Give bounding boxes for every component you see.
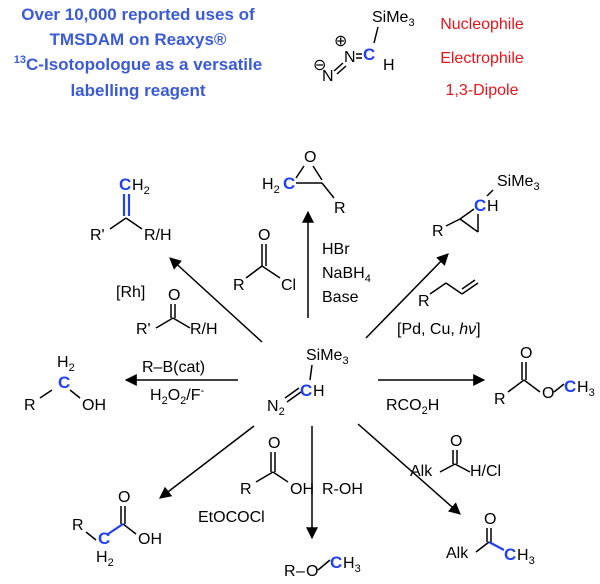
- role-dipole: 1,3-Dipole: [446, 82, 519, 99]
- ester-r: R: [494, 391, 506, 408]
- acid-reagent-oh: OH: [290, 481, 314, 498]
- center-sime3: SiMe3: [306, 347, 349, 367]
- ketone-product-h3: H3: [517, 547, 535, 567]
- reagent-hbr: HBr: [322, 241, 350, 258]
- acid-product-carbon: C: [98, 529, 110, 548]
- acid-reagent: O R OH EtOCOCl: [198, 435, 314, 526]
- acid-product-oh: OH: [138, 531, 162, 548]
- acid-reagent-o: O: [268, 435, 280, 452]
- acid-product-r: R: [72, 517, 84, 534]
- acyl-chloride-reagent: R O Cl: [233, 227, 296, 294]
- aldehyde-o: O: [450, 433, 462, 450]
- alcohol-carbon: C: [58, 373, 70, 392]
- sime3-label: SiMe3: [372, 9, 415, 29]
- ether-o: O: [306, 563, 318, 580]
- reagent-pd: [Pd, Cu, hν]: [397, 321, 481, 338]
- acid-reagent-r: R: [240, 481, 252, 498]
- rh-label: [Rh]: [116, 284, 145, 301]
- alkene-reagent: R [Pd, Cu, hν]: [397, 279, 481, 338]
- acid-product-o: O: [118, 489, 130, 506]
- alcohol-r: R: [24, 397, 36, 414]
- arrow-down-right: [357, 423, 461, 515]
- alkene-carbon: C: [119, 175, 131, 194]
- acid-product-h2: H2: [96, 549, 114, 569]
- alkene-h2: H2: [132, 177, 150, 197]
- alcohol-h2: H2: [57, 354, 75, 374]
- plus-charge: ⊕: [334, 33, 347, 50]
- alkene-reagent-r: R: [418, 293, 430, 310]
- center-carbon: C: [300, 381, 312, 400]
- ester-carbon: C: [564, 377, 576, 396]
- ketone-product-alk: Alk: [446, 545, 469, 562]
- reagent-h2o2: H2O2/F-: [150, 385, 204, 407]
- tmsdam-resonance-structure: SiMe3 C H N ⊕ N ⊖: [313, 9, 415, 85]
- ketone-product-carbon: C: [504, 545, 516, 564]
- rh-ketone-reagent: [Rh] O R' R/H: [116, 284, 218, 338]
- role-nucleophile: Nucleophile: [440, 16, 524, 33]
- alcohol-product: H2 C R OH: [24, 354, 106, 414]
- ketone-product-o: O: [484, 511, 496, 528]
- ester-h3: H3: [577, 379, 595, 399]
- center-n2: N2: [267, 398, 285, 418]
- header-line3: 13C-Isotopologue as a versatile: [14, 54, 262, 74]
- header-line4: labelling reagent: [70, 81, 205, 100]
- ether-carbon: C: [330, 553, 342, 572]
- acyl-o: O: [258, 227, 270, 244]
- acyl-cl: Cl: [281, 277, 296, 294]
- top-reagents: HBr NaBH4 Base: [322, 241, 371, 306]
- ether-r: R: [284, 563, 296, 580]
- ester-o: O: [542, 385, 554, 402]
- ether-h3: H3: [343, 555, 361, 575]
- center-tmsdam: SiMe3 C H N2: [267, 347, 349, 418]
- acyl-r: R: [233, 277, 245, 294]
- alkene-r: R': [90, 227, 105, 244]
- carbon-label: C: [363, 45, 375, 64]
- role-electrophile: Electrophile: [440, 50, 524, 67]
- cyclopropane-sime3: SiMe3: [497, 173, 540, 193]
- alkene-product: C H2 R' R/H: [90, 175, 172, 244]
- ketone-product: O Alk C H3: [446, 511, 535, 567]
- ester-product: O R O C H3: [494, 345, 595, 408]
- arrow-down-left: [159, 425, 255, 499]
- cyclopropane-h: H: [487, 198, 499, 215]
- cyclopropane-carbon: C: [474, 196, 486, 215]
- epoxide-r: R: [334, 200, 346, 217]
- reagent-boron: R–B(cat): [142, 359, 205, 376]
- arrow-up-right: [365, 253, 449, 339]
- alcohol-oh: OH: [82, 397, 106, 414]
- n-minus-label: N: [322, 68, 334, 85]
- n-plus-label: N: [344, 49, 356, 66]
- epoxide-carbon: C: [283, 174, 295, 193]
- reagent-etococl: EtOCOCl: [198, 509, 265, 526]
- cyclopropane-r: R: [432, 223, 444, 240]
- epoxide-product: H2 C O R: [262, 149, 346, 217]
- aldehyde-reagent: O Alk H/Cl: [410, 433, 501, 480]
- ketone-o: O: [168, 287, 180, 304]
- ether-dash: –: [296, 563, 305, 580]
- reagent-nabh4: NaBH4: [322, 265, 371, 285]
- minus-charge: ⊖: [313, 57, 326, 74]
- aldehyde-hcl: H/Cl: [470, 463, 501, 480]
- reagent-rco2h: RCO2H: [386, 397, 439, 417]
- arrow-up-left: [169, 257, 263, 343]
- header-line1: Over 10,000 reported uses of: [21, 5, 255, 24]
- reagent-roh: R-OH: [322, 481, 363, 498]
- ketone-rh: R/H: [190, 321, 218, 338]
- reagent-base: Base: [322, 289, 359, 306]
- acid-product: O OH C R H2: [72, 489, 162, 569]
- ester-carbonyl-o: O: [520, 345, 532, 362]
- center-h: H: [313, 383, 325, 400]
- h-label: H: [383, 57, 395, 74]
- ether-product: R – O C H3: [284, 553, 361, 580]
- header-line2: TMSDAM on Reaxys®: [50, 30, 227, 49]
- alkene-rh: R/H: [144, 227, 172, 244]
- cyclopropane-product: SiMe3 C H R: [432, 173, 540, 240]
- ketone-r: R': [136, 321, 151, 338]
- epoxide-h2: H2: [262, 176, 280, 196]
- aldehyde-alk: Alk: [410, 463, 433, 480]
- epoxide-o: O: [304, 149, 316, 166]
